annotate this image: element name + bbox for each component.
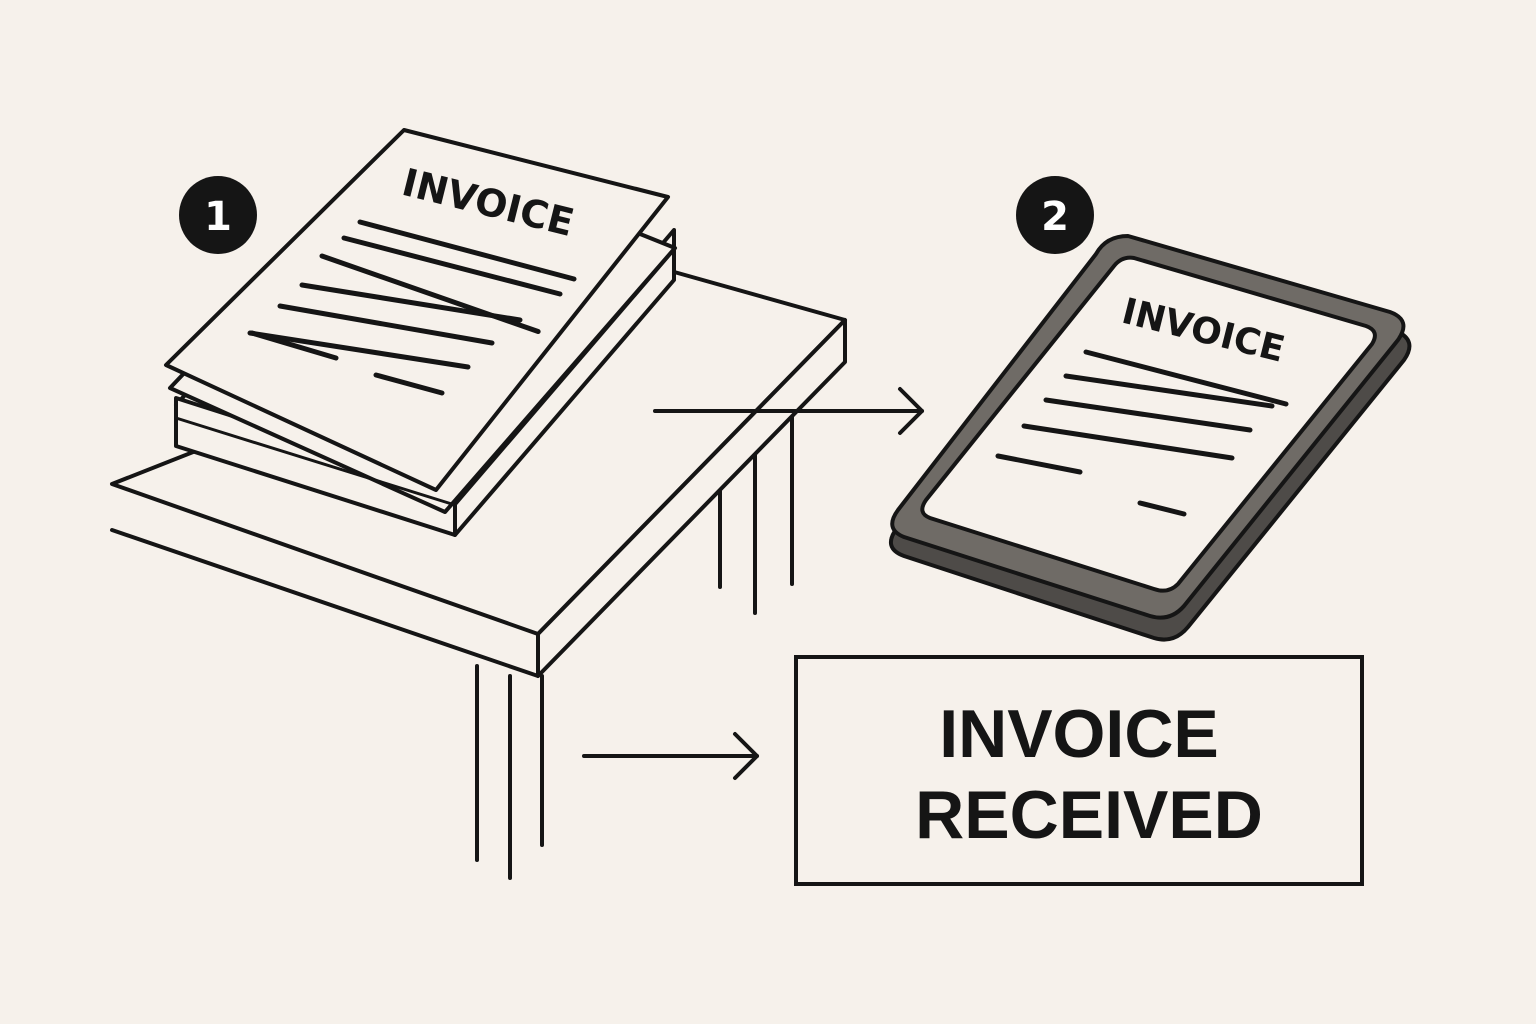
paper-stack-icon: INVOICE <box>164 128 677 537</box>
tablet-screen <box>920 255 1377 593</box>
status-line-2: RECEIVED <box>915 777 1263 853</box>
invoice-received-box: INVOICE RECEIVED <box>794 655 1364 886</box>
tablet-icon: INVOICE <box>888 234 1412 642</box>
step-2-badge: 2 <box>1016 176 1094 254</box>
arrow-right-icon <box>653 387 924 435</box>
step-1-badge: 1 <box>179 176 257 254</box>
status-line-1: INVOICE <box>939 696 1219 772</box>
invoice-sheet <box>164 128 670 492</box>
step-2-number: 2 <box>1041 194 1069 240</box>
arrow-right-icon <box>582 732 759 780</box>
step-1-number: 1 <box>204 194 232 240</box>
